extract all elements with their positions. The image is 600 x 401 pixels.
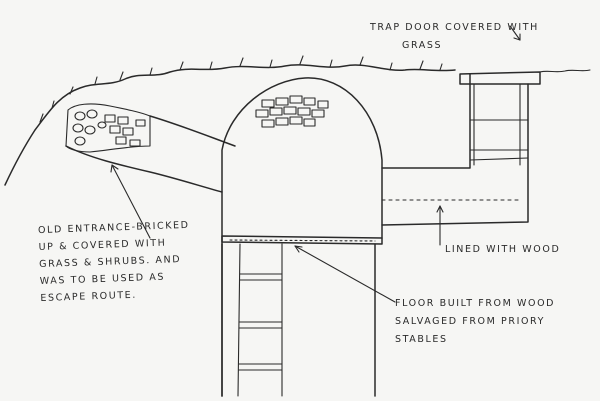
old-tunnel-top bbox=[149, 115, 236, 147]
old-entrance-arrow bbox=[111, 164, 151, 239]
floor-label-line1: FLOOR BUILT FROM WOOD bbox=[395, 298, 555, 309]
floor-dashed bbox=[229, 239, 376, 242]
annotation-arrows bbox=[110, 25, 521, 303]
ground-surface-line bbox=[4, 64, 456, 186]
chamber-arch bbox=[221, 77, 383, 397]
trap-door-label-line2: GRASS bbox=[402, 40, 442, 51]
floor-arrow bbox=[294, 245, 396, 303]
trap-door-shaft bbox=[459, 71, 541, 166]
label-floor-built: FLOOR BUILT FROM WOOD SALVAGED FROM PRIO… bbox=[395, 298, 555, 345]
label-lined-with-wood: LINED WITH WOOD bbox=[445, 244, 560, 255]
passage-bottom bbox=[381, 83, 529, 226]
old-entrance-bricks bbox=[65, 103, 151, 153]
chamber-floor bbox=[221, 235, 383, 245]
grass-tufts bbox=[39, 55, 443, 123]
old-entrance-label-line4: WAS TO BE USED AS bbox=[40, 272, 166, 287]
trap-door-label-line1: TRAP DOOR COVERED WITH bbox=[369, 22, 539, 33]
old-entrance-label-line1: OLD ENTRANCE-BRICKED bbox=[38, 220, 190, 236]
floor-label-line3: STABLES bbox=[395, 334, 448, 345]
old-tunnel-bottom bbox=[65, 145, 223, 193]
old-entrance-label-line3: GRASS & SHRUBS. AND bbox=[39, 254, 181, 270]
passage-top bbox=[381, 73, 471, 169]
arch-bricks bbox=[255, 95, 329, 128]
ground-surface-line-right bbox=[539, 69, 591, 73]
trap-door-arrow bbox=[509, 25, 521, 41]
label-old-entrance: OLD ENTRANCE-BRICKED UP & COVERED WITH G… bbox=[38, 220, 190, 304]
floor-label-line2: SALVAGED FROM PRIORY bbox=[395, 316, 545, 327]
old-entrance-label-line2: UP & COVERED WITH bbox=[38, 238, 166, 253]
old-entrance-label-line5: ESCAPE ROUTE. bbox=[40, 290, 137, 304]
label-trap-door: TRAP DOOR COVERED WITH GRASS bbox=[369, 22, 539, 51]
lined-wood-label: LINED WITH WOOD bbox=[445, 244, 560, 255]
ladder bbox=[237, 243, 283, 397]
